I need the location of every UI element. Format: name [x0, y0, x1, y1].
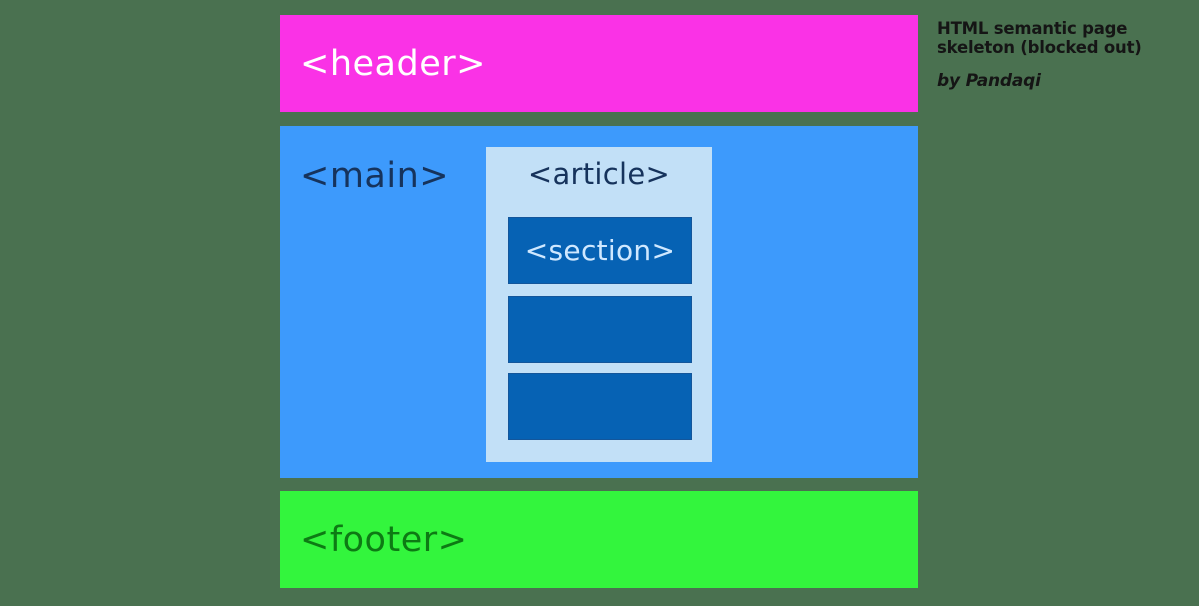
caption-byline: by Pandaqi: [937, 70, 1041, 91]
header-block: <header>: [280, 15, 918, 112]
main-block: <main> <article> <section>: [280, 126, 918, 478]
section-tag-label: <section>: [524, 234, 676, 267]
header-tag-label: <header>: [300, 43, 486, 84]
footer-tag-label: <footer>: [300, 519, 468, 560]
article-block: <article> <section>: [486, 147, 712, 462]
section-block: [508, 373, 692, 440]
main-tag-label: <main>: [300, 156, 450, 196]
caption: HTML semantic page skeleton (blocked out…: [937, 19, 1189, 91]
footer-block: <footer>: [280, 491, 918, 588]
caption-title: HTML semantic page skeleton (blocked out…: [937, 19, 1142, 58]
section-block: <section>: [508, 217, 692, 284]
section-block: [508, 296, 692, 363]
article-tag-label: <article>: [527, 157, 671, 191]
